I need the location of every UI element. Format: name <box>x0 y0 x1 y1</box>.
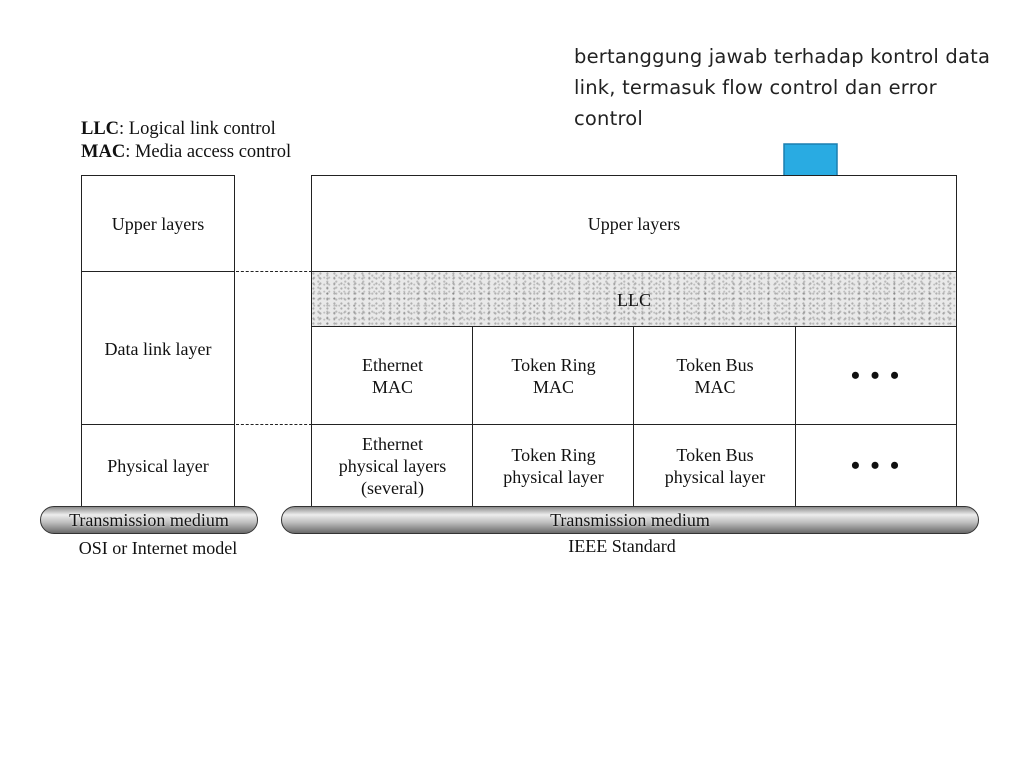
ieee-llc-layer: LLC <box>311 271 957 328</box>
osi-transmission-medium: Transmission medium <box>40 506 258 534</box>
ieee-upper-layers: Upper layers <box>311 175 957 273</box>
osi-caption: OSI or Internet model <box>78 538 238 558</box>
phy-more: • • • <box>795 424 957 508</box>
dashed-connector-bottom <box>236 424 312 425</box>
ieee-caption: IEEE Standard <box>568 536 676 556</box>
legend-mac: MAC: Media access control <box>81 142 292 162</box>
osi-data-link-layer: Data link layer <box>81 271 235 426</box>
mac-more: • • • <box>795 326 957 426</box>
legend-llc: LLC: Logical link control <box>81 119 276 139</box>
osi-physical-layer: Physical layer <box>81 424 235 508</box>
dashed-connector-top <box>236 271 312 272</box>
osi-upper-layers: Upper layers <box>81 175 235 273</box>
annotation-text: bertanggung jawab terhadap kontrol data … <box>574 45 991 130</box>
legend: LLC: Logical link control MAC: Media acc… <box>81 118 291 164</box>
ieee-transmission-medium: Transmission medium <box>281 506 979 534</box>
